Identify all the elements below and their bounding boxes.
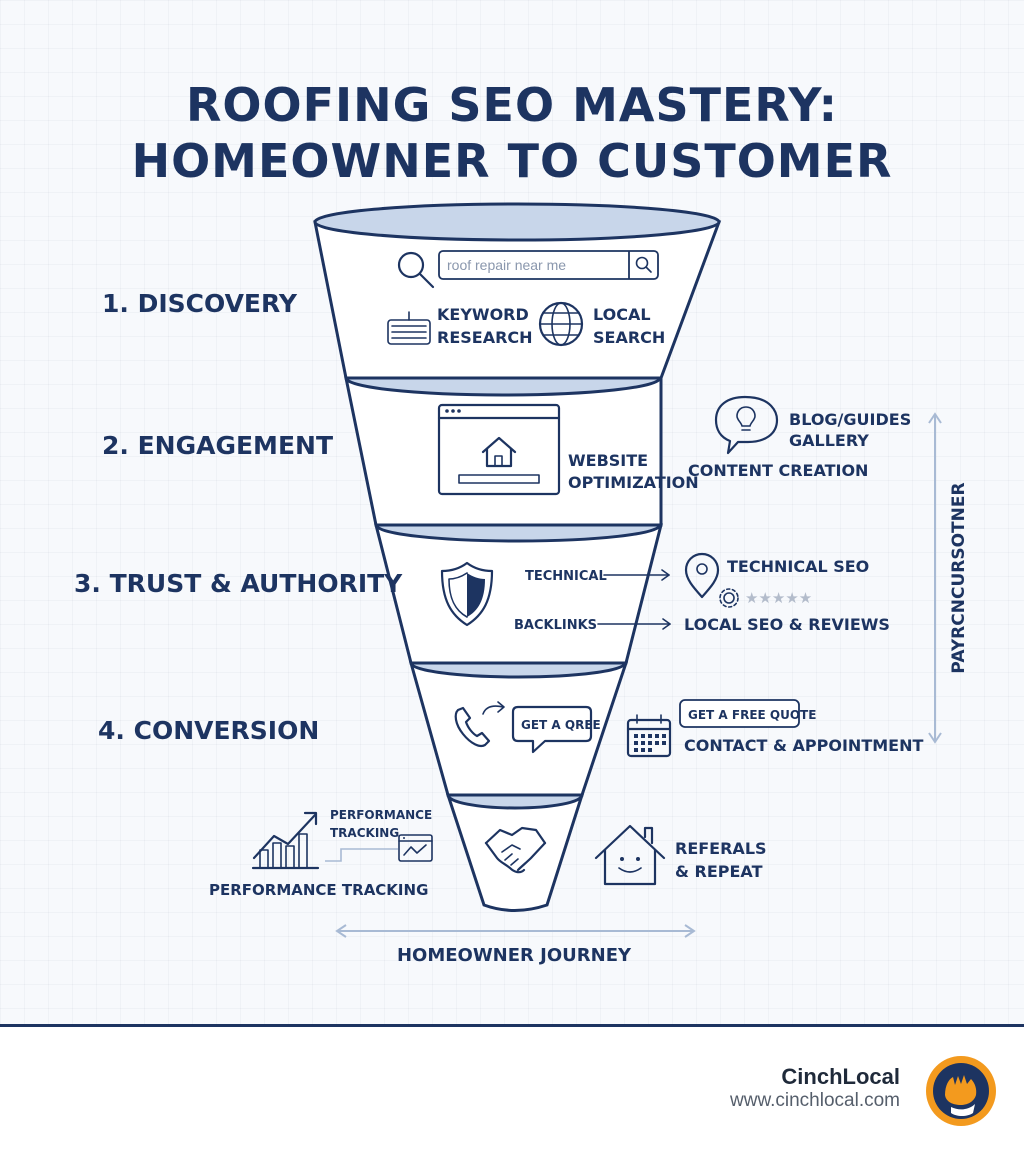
search-placeholder: roof repair near me	[447, 257, 566, 273]
magnifier-icon	[397, 251, 435, 289]
local-label-line1: LOCAL	[593, 305, 651, 324]
keyword-label-line1: KEYWORD	[437, 305, 529, 324]
shield-icon	[440, 561, 494, 627]
chat-bubble-text: GET A QREE	[521, 718, 601, 732]
search-icon[interactable]	[635, 256, 652, 273]
stage-label-conversion: 4. CONVERSION	[98, 716, 319, 745]
chat-bubble-icon: GET A QREE	[511, 705, 601, 754]
arrow-right-icon	[597, 618, 671, 630]
stage-label-trust: 3. TRUST & AUTHORITY	[74, 569, 403, 598]
vertical-axis-arrow	[928, 412, 942, 744]
content-creation-label: CONTENT CREATION	[688, 461, 868, 480]
browser-window-icon	[437, 403, 561, 496]
page-title-line1: ROOFING SEO MASTERY:	[185, 78, 839, 132]
growth-chart-icon	[251, 811, 320, 870]
funnel-segment-trust	[374, 507, 663, 665]
handshake-icon	[484, 826, 547, 874]
contact-appointment-label: CONTACT & APPOINTMENT	[684, 736, 923, 755]
brand-url[interactable]: www.cinchlocal.com	[730, 1090, 900, 1111]
rating-stars: ★★★★★	[745, 589, 812, 607]
keyboard-icon	[387, 311, 431, 345]
smiley-house-icon	[594, 824, 666, 886]
vertical-axis-label: PAYRCNCURSOTNER	[949, 482, 969, 673]
local-reviews-label: LOCAL SEO & REVIEWS	[684, 615, 890, 634]
cinchlocal-logo-icon	[926, 1056, 996, 1126]
calendar-icon	[626, 714, 672, 758]
page-title-line2: HOMEOWNER TO CUSTOMER	[131, 134, 893, 188]
lightbulb-bubble-icon	[714, 395, 779, 455]
arrow-right-icon	[603, 569, 670, 581]
get-free-quote-label: GET A FREE QUOTE	[688, 708, 816, 722]
map-pin-icon	[684, 552, 720, 599]
performance-tracking-label: PERFORMANCE TRACKING	[209, 881, 428, 899]
local-label-line2: SEARCH	[593, 328, 665, 347]
funnel-diagram: 1. DISCOVERY 2. ENGAGEMENT 3. TRUST & AU…	[74, 202, 969, 966]
backlinks-label: BACKLINKS	[514, 618, 597, 633]
website-label-line1: WEBSITE	[568, 451, 648, 470]
website-label-line2: OPTIMIZATION	[568, 473, 699, 492]
stage-label-engagement: 2. ENGAGEMENT	[102, 431, 333, 460]
stage-label-discovery: 1. DISCOVERY	[102, 289, 298, 318]
footer	[0, 1024, 1024, 1157]
perf-small-label-line2: TRACKING	[330, 826, 399, 840]
gear-icon	[719, 588, 739, 608]
blog-label-line2: GALLERY	[789, 431, 869, 450]
globe-icon	[538, 301, 584, 347]
horizontal-axis-arrow	[335, 924, 696, 938]
referrals-label-line2: & REPEAT	[675, 862, 763, 881]
dashboard-icon	[398, 834, 433, 862]
funnel-segment-discovery	[313, 202, 722, 380]
technical-label: TECHNICAL	[525, 569, 607, 584]
get-free-quote-button[interactable]: GET A FREE QUOTE	[679, 699, 816, 728]
keyword-label-line2: RESEARCH	[437, 328, 533, 347]
blog-label-line1: BLOG/GUIDES	[789, 410, 911, 429]
perf-small-label-line1: PERFORMANCE	[330, 808, 432, 822]
homeowner-journey-label: HOMEOWNER JOURNEY	[397, 945, 632, 966]
referrals-label-line1: REFERALS	[675, 839, 767, 858]
phone-icon	[454, 701, 505, 748]
search-bar[interactable]: roof repair near me	[438, 250, 659, 280]
technical-seo-label: TECHNICAL SEO	[727, 557, 869, 576]
brand-name: CinchLocal	[781, 1064, 900, 1089]
